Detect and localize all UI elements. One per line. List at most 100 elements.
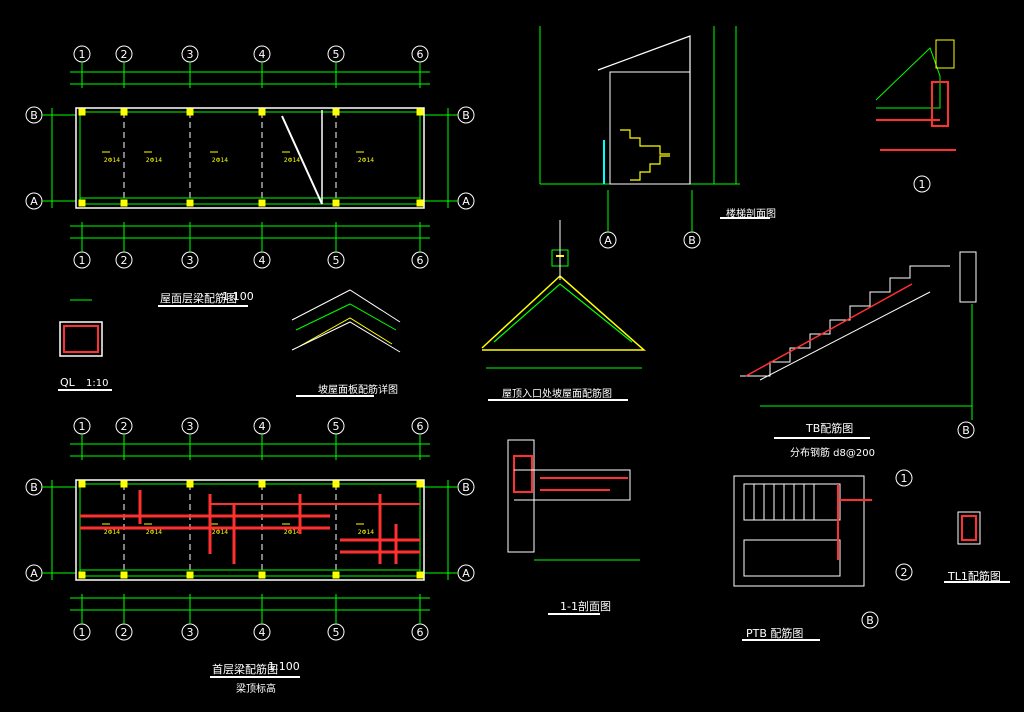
tb-steps [740, 265, 950, 377]
tl-title: TL1配筋图 [948, 570, 1001, 583]
ql-rebar [63, 325, 99, 353]
plan-top-title: 屋面层梁配筋图 [160, 292, 237, 305]
plan-bottom-axis-top-1-label: 1 [79, 420, 86, 433]
plan-top-column [120, 108, 128, 116]
plan-bottom-axis-top-6-label: 6 [417, 420, 424, 433]
corner-inner [299, 317, 393, 347]
ptb-title: PTB 配筋图 [746, 627, 804, 640]
tl-outline [957, 511, 981, 545]
section-roof [597, 35, 691, 184]
beam-detail-hatch [935, 39, 955, 69]
beam-detail-mark-circle [913, 175, 931, 193]
plan-top-column [416, 108, 424, 116]
plan-bottom-column [78, 480, 86, 488]
plan-bottom-column [78, 571, 86, 579]
plan-top-note: 2Φ14 [212, 157, 228, 164]
plan-top-axis-top-1-label: 1 [79, 48, 86, 61]
plan-top-axis-bot-2-label: 2 [121, 254, 128, 267]
plan-top-axis-top-4-label: 4 [259, 48, 266, 61]
plan-bottom-axis-bot-6-label: 6 [417, 626, 424, 639]
plan-bottom-note: 2Φ14 [104, 529, 120, 536]
plan-top-scale: 1:100 [222, 290, 254, 303]
tb-rebar-1 [745, 283, 913, 377]
s11-col [513, 455, 533, 493]
plan-bottom-axis-top-5-label: 5 [333, 420, 340, 433]
plan-bottom-axis-bot-3-label: 3 [187, 626, 194, 639]
plan-top-column [186, 199, 194, 207]
plan-top-axis-bot-1-label: 1 [79, 254, 86, 267]
beam-detail-col [931, 81, 949, 127]
plan-bottom-axis-bot-1-label: 1 [79, 626, 86, 639]
plan-bottom-note: 2Φ14 [146, 529, 162, 536]
beam-detail-mark-label: 1 [919, 178, 926, 191]
plan-bottom-row-A-right-label: A [462, 567, 470, 580]
plan-top-note: 2Φ14 [358, 157, 374, 164]
plan-top-inner [79, 111, 421, 205]
ptb-outline [733, 475, 865, 587]
plan-top-column [186, 108, 194, 116]
plan-top-axis-bot-4-label: 4 [259, 254, 266, 267]
ql-title: QL [60, 376, 75, 389]
s11-title: 1-1剖面图 [560, 600, 611, 613]
ptb-axis-B-circle [861, 611, 879, 629]
plan-bottom-column [186, 571, 194, 579]
plan-top-column [258, 108, 266, 116]
plan-bottom-column [258, 571, 266, 579]
plan-bottom-axis-bot-2-label: 2 [121, 626, 128, 639]
plan-top-axis-top-6-label: 6 [417, 48, 424, 61]
ptb-axis-1-label: 1 [901, 472, 908, 485]
plan-top-column [416, 199, 424, 207]
section-title: 楼梯剖面图 [726, 209, 776, 220]
plan-top-column [78, 199, 86, 207]
plan-bottom-axis-top-2-label: 2 [121, 420, 128, 433]
plan-bottom-axis-top-3-label: 3 [187, 420, 194, 433]
plan-bottom-column [416, 571, 424, 579]
corner-mid [295, 303, 397, 331]
plan-top-stair-diag [281, 115, 323, 205]
plan-bottom-title: 首层梁配筋图 [212, 663, 278, 676]
plan-bottom-note: 2Φ14 [284, 529, 300, 536]
plan-bottom-axis-bot-5-label: 5 [333, 626, 340, 639]
plan-bottom-inner [79, 483, 421, 577]
plan-bottom-column [186, 480, 194, 488]
tb-title: TB配筋图 [806, 422, 854, 435]
plan-top-column [332, 199, 340, 207]
plan-top-column [332, 108, 340, 116]
s11-slab [514, 469, 631, 501]
plan-top-row-A-left-label: A [30, 195, 38, 208]
plan-bottom-sub: 梁顶标高 [236, 684, 276, 695]
plan-top-note: 2Φ14 [146, 157, 162, 164]
plan-bottom-column [258, 480, 266, 488]
plan-bottom-column [120, 571, 128, 579]
plan-bottom-row-B-right-label: B [462, 481, 470, 494]
roof-detail-title: 屋顶入口处坡屋面配筋图 [502, 389, 612, 400]
plan-top-axis-top-2-label: 2 [121, 48, 128, 61]
plan-top-note: 2Φ14 [104, 157, 120, 164]
plan-top-row-B-right-label: B [462, 109, 470, 122]
plan-top-note: 2Φ14 [284, 157, 300, 164]
plan-top-axis-top-3-label: 3 [187, 48, 194, 61]
section-axis-B-label: B [688, 234, 696, 247]
plan-top-row-A-right-label: A [462, 195, 470, 208]
plan-top-outline [75, 107, 425, 209]
ptb-stair-lower [743, 539, 841, 577]
tb-axis-B-circle [957, 421, 975, 439]
plan-bottom-column [120, 480, 128, 488]
plan-bottom-outline [75, 479, 425, 581]
plan-top-axis-top-5-label: 5 [333, 48, 340, 61]
section-axis-A-label: A [604, 234, 612, 247]
plan-bottom-axis-bot-4-label: 4 [259, 626, 266, 639]
section-wall [609, 71, 691, 185]
tl-rebar [961, 515, 977, 541]
plan-bottom-note: 2Φ14 [212, 529, 228, 536]
plan-bottom-column [332, 480, 340, 488]
ptb-stair-upper [743, 483, 841, 521]
plan-top-column [258, 199, 266, 207]
s11-wall [507, 439, 535, 553]
plan-top-axis-bot-3-label: 3 [187, 254, 194, 267]
plan-top-axis-bot-6-label: 6 [417, 254, 424, 267]
section-stair-upper [620, 129, 670, 155]
ptb-axis-2-label: 2 [901, 566, 908, 579]
beam-detail-outline [875, 47, 941, 109]
